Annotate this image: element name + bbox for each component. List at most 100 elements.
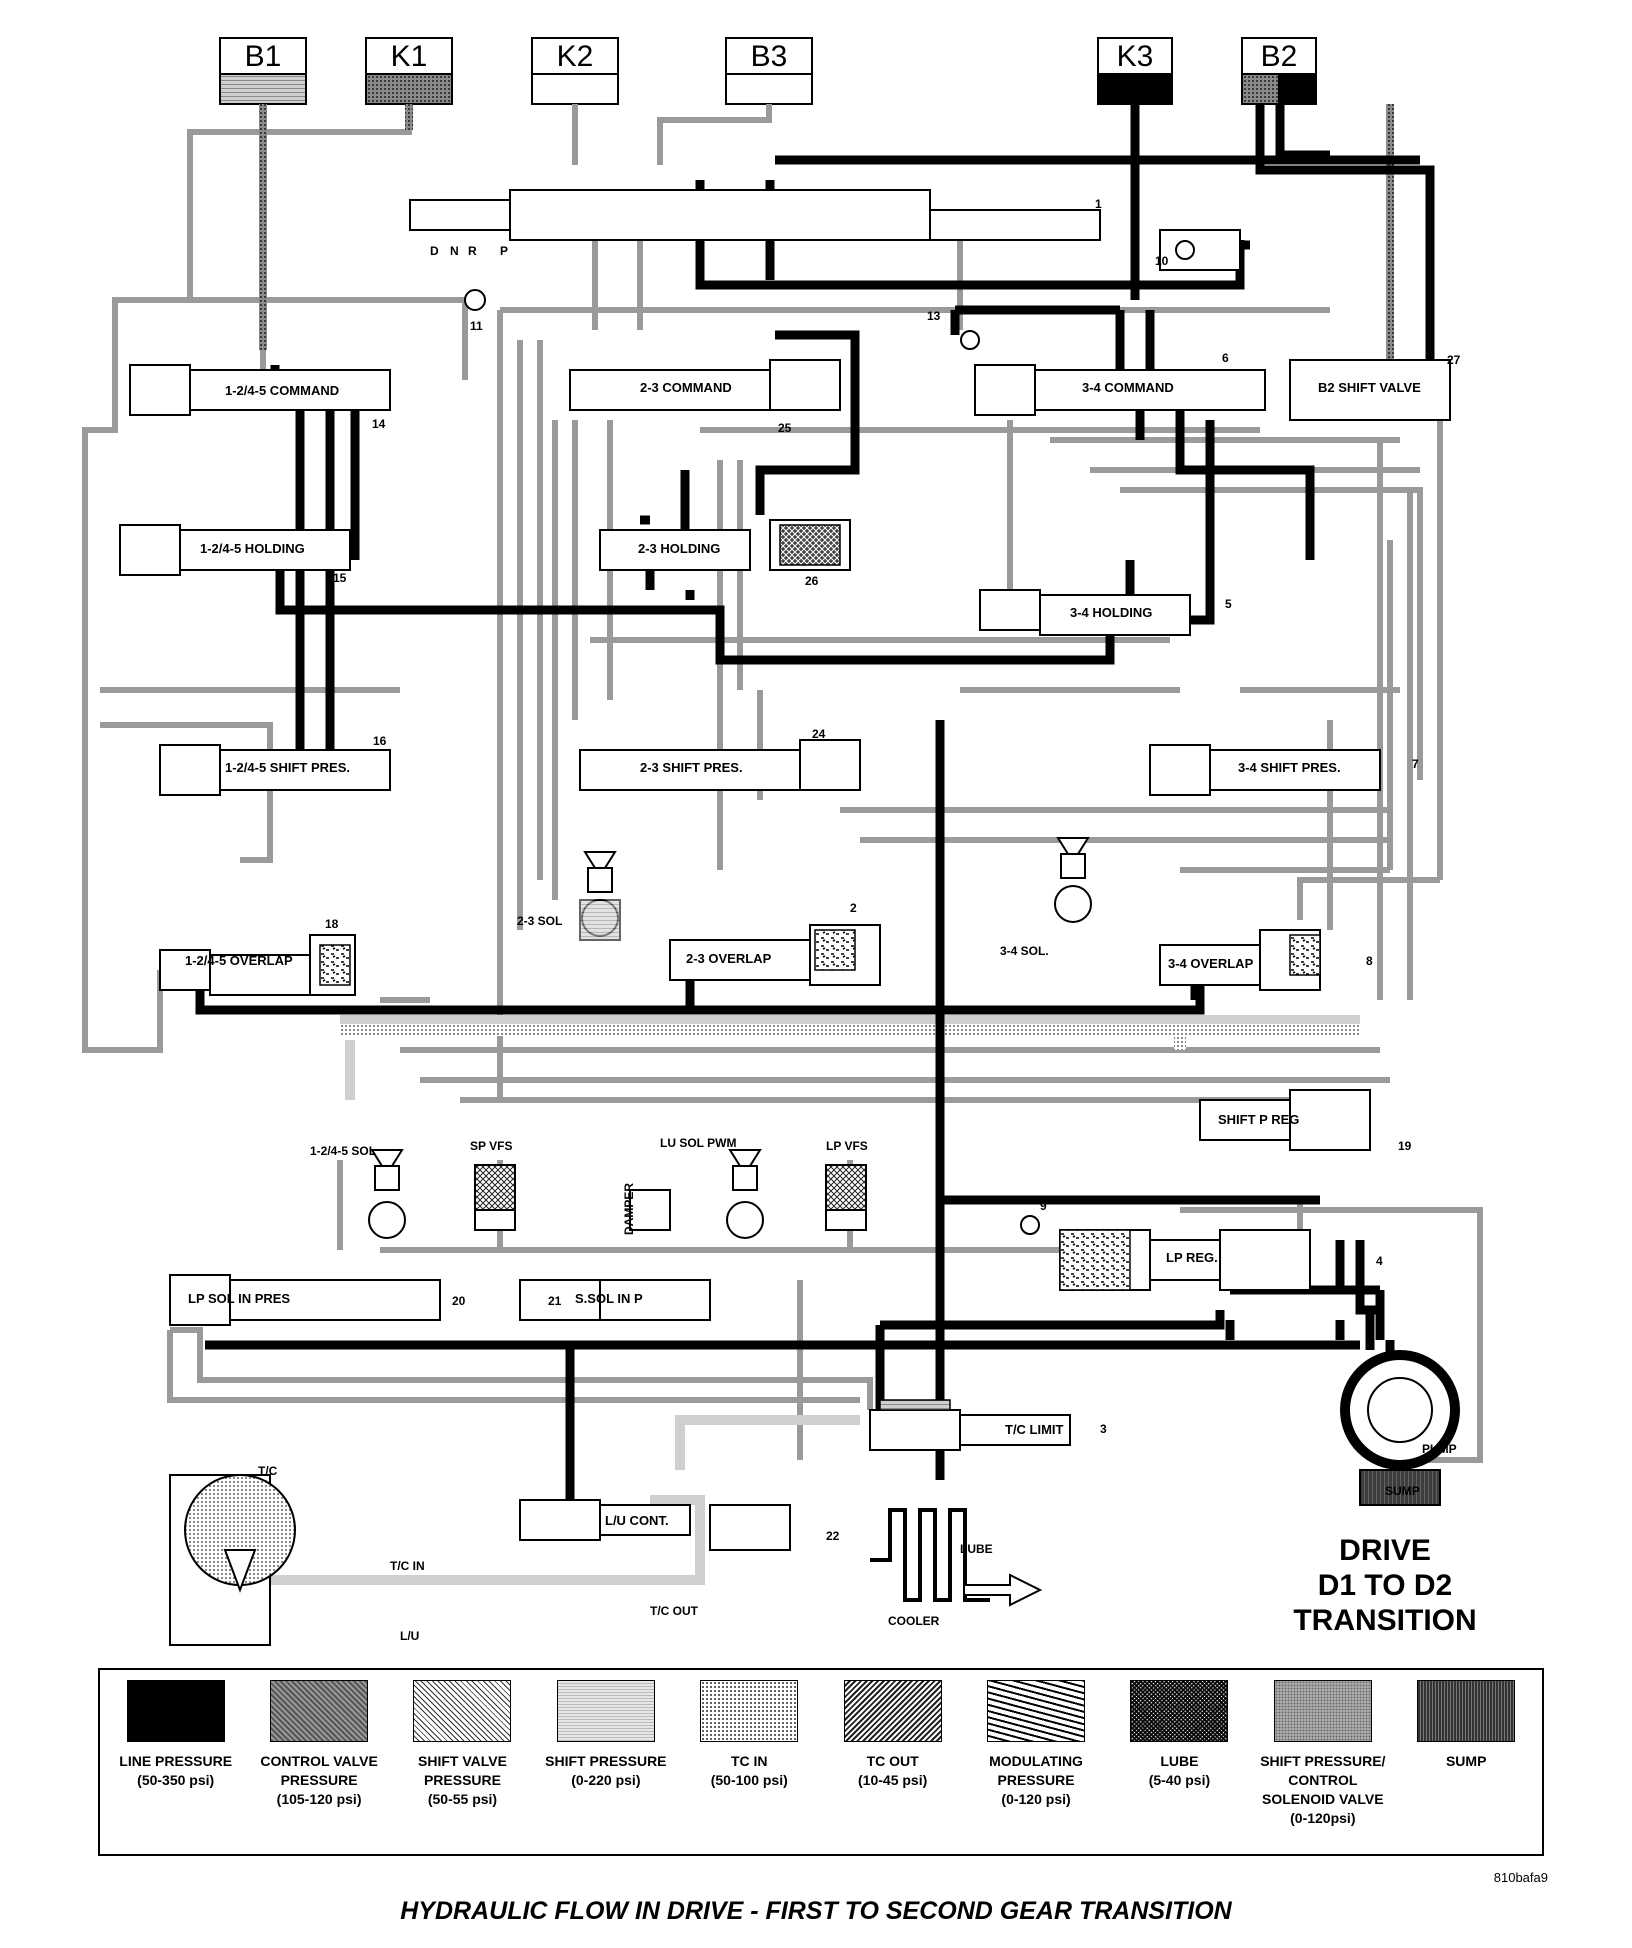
ref-number-25: 25 [778, 421, 792, 435]
clutch-b2: B2 [1241, 37, 1317, 105]
legend-name-sump: SUMP [1445, 1753, 1487, 1769]
valve-lu-cont-label: L/U CONT. [605, 1513, 669, 1528]
check-balls [464, 240, 1195, 1235]
valve-lp-reg-label: LP REG. [1166, 1250, 1218, 1265]
clutch-b3: B3 [725, 37, 813, 105]
ref-number-11: 11 [470, 319, 483, 333]
legend-range-shiftvalve: (50-55 psi) [427, 1791, 498, 1807]
valve-tc-limit-label: T/C LIMIT [1005, 1422, 1064, 1437]
legend-name-modulating: MODULATING PRESSURE [989, 1753, 1083, 1788]
valve-1245-shiftpres-label: 1-2/4-5 SHIFT PRES. [225, 760, 350, 775]
legend-swatch-shift [556, 1680, 655, 1742]
legend-name-solenoid: SHIFT PRESSURE/ CONTROL SOLENOID VALVE [1260, 1753, 1386, 1807]
legend-range-control: (105-120 psi) [276, 1791, 362, 1807]
pressure-legend: LINE PRESSURE (50-350 psi) CONTROL VALVE… [98, 1668, 1544, 1856]
legend-name-line: LINE PRESSURE [119, 1753, 233, 1769]
title-block: DRIVE D1 TO D2 TRANSITION [1293, 1534, 1476, 1637]
legend-swatch-modulating [987, 1680, 1086, 1742]
clutch-k1-label: K1 [391, 40, 428, 73]
legend-name-tcout: TC OUT [866, 1753, 919, 1769]
lube-label: LUBE [960, 1542, 993, 1556]
title-line-1: DRIVE [1339, 1534, 1431, 1567]
ref-number-1: 1 [1095, 197, 1102, 211]
ref-number-9: 9 [1040, 1199, 1047, 1213]
figure-id: 810bafa9 [1493, 1870, 1548, 1885]
clutch-b1-label: B1 [245, 40, 282, 73]
cooler [870, 1508, 1043, 1607]
clutch-k1: K1 [365, 37, 453, 105]
legend-swatch-shiftvalve [413, 1680, 512, 1742]
valve-34-shiftpres-label: 3-4 SHIFT PRES. [1238, 760, 1341, 775]
solenoid-labels: 1-2/4-5 SOL 2-3 SOL 3-4 SOL. SP VFS LU S… [310, 914, 1049, 1235]
sol-34-label: 3-4 SOL. [1000, 944, 1049, 958]
ref-number-15: 15 [333, 571, 347, 585]
legend-item-line: LINE PRESSURE (50-350 psi) [111, 1680, 241, 1854]
lube-passages [340, 1024, 1360, 1050]
legend-range-tcout: (10-45 psi) [858, 1772, 928, 1788]
selector-positions: D N R P [430, 244, 508, 258]
cooler-label: COOLER [888, 1614, 940, 1628]
clutch-k2: K2 [531, 37, 619, 105]
selector-pos-p: P [500, 244, 508, 258]
control-passages [259, 104, 1394, 360]
clutch-k3-label: K3 [1117, 40, 1154, 73]
legend-swatch-control [270, 1680, 369, 1742]
clutch-b1: B1 [219, 37, 307, 105]
legend-item-modulating: MODULATING PRESSURE (0-120 psi) [971, 1680, 1101, 1854]
legend-range-shift: (0-220 psi) [571, 1772, 641, 1788]
sol-1245-label: 1-2/4-5 SOL [310, 1144, 376, 1158]
figure-caption: HYDRAULIC FLOW IN DRIVE - FIRST TO SECON… [400, 1897, 1232, 1925]
ref-number-21: 21 [548, 1294, 562, 1308]
clutch-k3: K3 [1097, 37, 1173, 105]
tc-in-label: T/C IN [390, 1559, 425, 1573]
sol-23-label: 2-3 SOL [517, 914, 562, 928]
legend-name-lube: LUBE [1160, 1753, 1199, 1769]
ref-number-5: 5 [1225, 597, 1232, 611]
valve-1245-holding-label: 1-2/4-5 HOLDING [200, 541, 305, 556]
valve-bodies [119, 189, 1451, 1551]
solenoids [368, 837, 1092, 1239]
legend-swatch-line [126, 1680, 225, 1742]
ref-number-7: 7 [1412, 757, 1419, 771]
sump-label: SUMP [1385, 1484, 1420, 1498]
legend-item-solenoid: SHIFT PRESSURE/ CONTROL SOLENOID VALVE (… [1258, 1680, 1388, 1854]
legend-range-solenoid: (0-120psi) [1290, 1810, 1356, 1826]
tc-passages [260, 1015, 1360, 1585]
reference-numbers: 1 2 3 4 5 6 7 8 9 10 11 13 14 15 16 18 1… [325, 197, 1461, 1543]
ref-number-13: 13 [927, 309, 941, 323]
ref-number-16: 16 [373, 734, 387, 748]
ref-number-26: 26 [805, 574, 819, 588]
pump-label: PUMP [1422, 1442, 1457, 1456]
ref-number-2: 2 [850, 901, 857, 915]
pump [1340, 1350, 1460, 1506]
valve-s-sol-in-p-label: S.SOL IN P [575, 1291, 643, 1306]
legend-range-tcin: (50-100 psi) [710, 1772, 788, 1788]
valve-1245-overlap-label: 1-2/4-5 OVERLAP [185, 953, 293, 968]
ref-number-18: 18 [325, 917, 339, 931]
ref-number-3: 3 [1100, 1422, 1107, 1436]
legend-name-shift: SHIFT PRESSURE [545, 1753, 667, 1769]
misc-labels: T/C T/C IN T/C OUT L/U LUBE COOLER PUMP … [258, 1442, 1457, 1643]
lu-sol-pwm-label: LU SOL PWM [660, 1136, 736, 1150]
valve-34-overlap-label: 3-4 OVERLAP [1168, 956, 1254, 971]
legend-swatch-solenoid [1273, 1680, 1372, 1742]
tc-label: T/C [258, 1464, 278, 1478]
damper-label: DAMPER [622, 1183, 636, 1235]
valve-shift-p-reg-label: SHIFT P REG [1218, 1112, 1299, 1127]
title-line-2: D1 TO D2 [1318, 1569, 1453, 1602]
legend-range-line: (50-350 psi) [137, 1772, 215, 1788]
clutch-b3-label: B3 [751, 40, 788, 73]
ref-number-14: 14 [372, 417, 386, 431]
ref-number-6: 6 [1222, 351, 1229, 365]
title-line-3: TRANSITION [1293, 1604, 1476, 1637]
ref-number-27: 27 [1447, 353, 1461, 367]
tc-out-label: T/C OUT [650, 1604, 699, 1618]
valve-23-shiftpres-label: 2-3 SHIFT PRES. [640, 760, 743, 775]
valve-lp-sol-in-pres-label: LP SOL IN PRES [188, 1291, 290, 1306]
legend-name-tcin: TC IN [730, 1753, 768, 1769]
valve-1245-command-label: 1-2/4-5 COMMAND [225, 383, 339, 398]
clutch-b2-label: B2 [1261, 40, 1298, 73]
legend-swatch-tcout [843, 1680, 942, 1742]
legend-item-lube: LUBE (5-40 psi) [1114, 1680, 1244, 1854]
legend-range-lube: (5-40 psi) [1148, 1772, 1211, 1788]
